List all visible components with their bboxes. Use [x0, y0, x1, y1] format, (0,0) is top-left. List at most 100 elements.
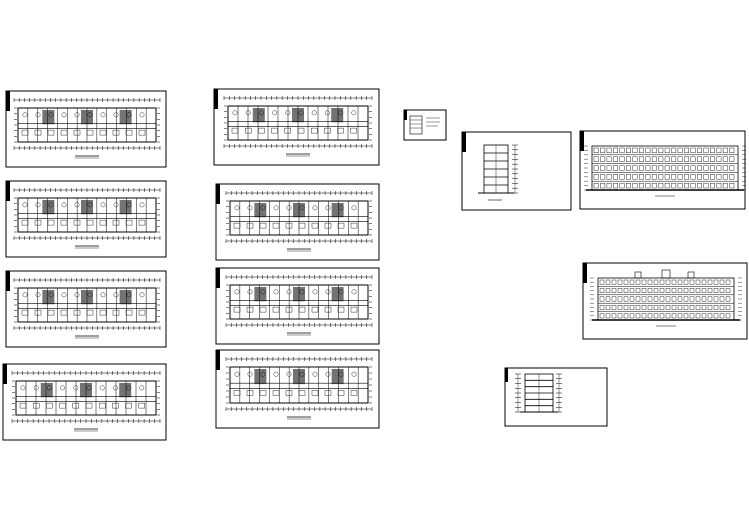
fixture	[138, 219, 146, 226]
door-swing	[33, 385, 39, 391]
window	[689, 279, 695, 285]
door-swing	[139, 112, 145, 118]
window	[677, 296, 683, 302]
door-swing	[126, 202, 132, 208]
window	[671, 182, 677, 189]
window	[632, 147, 638, 154]
window	[641, 305, 647, 310]
window	[635, 288, 641, 293]
sheet-floor-plan-h[interactable]	[215, 349, 380, 429]
sheet-floor-plan-d[interactable]	[2, 363, 167, 441]
window	[626, 156, 631, 162]
fixture	[33, 402, 40, 409]
sheet-elevation-back[interactable]	[582, 262, 748, 340]
window	[703, 174, 709, 180]
window	[635, 313, 641, 319]
window	[638, 165, 644, 171]
window	[719, 305, 725, 310]
window	[653, 313, 659, 319]
stair-core	[42, 200, 55, 215]
door-swing	[73, 385, 79, 391]
sheet-detail-small[interactable]	[403, 109, 447, 141]
sheet-floor-plan-c[interactable]	[5, 270, 167, 348]
sheet-floor-plan-a[interactable]	[5, 90, 167, 168]
sheet-floor-plan-b[interactable]	[5, 180, 167, 258]
fixture	[34, 129, 42, 136]
door-swing	[260, 205, 266, 211]
window	[697, 156, 702, 162]
window	[645, 174, 651, 180]
door-swing	[139, 292, 145, 298]
fixture	[271, 127, 278, 134]
window	[684, 174, 690, 180]
fixture	[272, 222, 280, 229]
window	[722, 147, 728, 154]
stair-core	[331, 287, 344, 302]
window	[617, 313, 623, 319]
window	[599, 279, 605, 285]
fixture	[285, 306, 293, 313]
window	[651, 182, 657, 189]
window	[623, 279, 629, 285]
window	[606, 147, 612, 154]
window	[701, 313, 707, 319]
fixture	[47, 129, 55, 136]
door-swing	[74, 202, 80, 208]
window	[665, 305, 671, 310]
fixture	[311, 127, 318, 134]
window	[709, 182, 715, 189]
door-swing	[48, 202, 54, 208]
fixture	[125, 219, 133, 226]
door-swing	[100, 112, 106, 118]
fixture	[138, 402, 146, 409]
window	[697, 174, 702, 180]
window	[626, 182, 631, 189]
fixture	[59, 402, 66, 409]
sheet-floor-plan-g[interactable]	[215, 267, 380, 345]
fixture	[246, 222, 254, 229]
window	[593, 174, 599, 180]
fixture	[34, 309, 42, 316]
fixture	[337, 390, 345, 396]
window	[593, 165, 599, 171]
window	[659, 313, 665, 319]
door-swing	[47, 385, 52, 391]
window	[709, 156, 715, 162]
window	[606, 174, 612, 180]
stair-core	[331, 108, 344, 123]
window	[641, 313, 647, 319]
window	[617, 305, 623, 310]
sheet-floor-plan-f[interactable]	[215, 183, 380, 261]
fixture	[246, 306, 254, 313]
stair-core	[331, 369, 344, 385]
fixture	[86, 309, 94, 316]
fixture	[99, 219, 107, 226]
fixture	[298, 222, 306, 229]
window	[629, 305, 635, 310]
window	[677, 147, 683, 154]
door-swing	[35, 292, 41, 298]
window	[647, 305, 653, 310]
window	[683, 305, 689, 310]
door-swing	[87, 202, 93, 208]
window	[725, 279, 731, 285]
sheet-section-a[interactable]	[461, 131, 572, 211]
stair-core	[119, 290, 132, 305]
window	[697, 165, 702, 171]
sheet-floor-plan-e[interactable]	[213, 88, 380, 166]
sheet-section-b[interactable]	[504, 367, 608, 427]
door-swing	[232, 110, 238, 116]
fixture	[324, 390, 332, 396]
door-swing	[113, 385, 118, 391]
door-swing	[61, 112, 67, 118]
window	[722, 165, 728, 171]
door-swing	[234, 205, 240, 211]
window	[690, 165, 696, 171]
door-swing	[234, 289, 240, 295]
door-swing	[245, 110, 251, 116]
sheet-elevation-front[interactable]	[579, 130, 746, 210]
fixture	[244, 127, 252, 134]
fixture	[350, 390, 358, 396]
window	[729, 156, 735, 162]
door-swing	[311, 110, 317, 116]
